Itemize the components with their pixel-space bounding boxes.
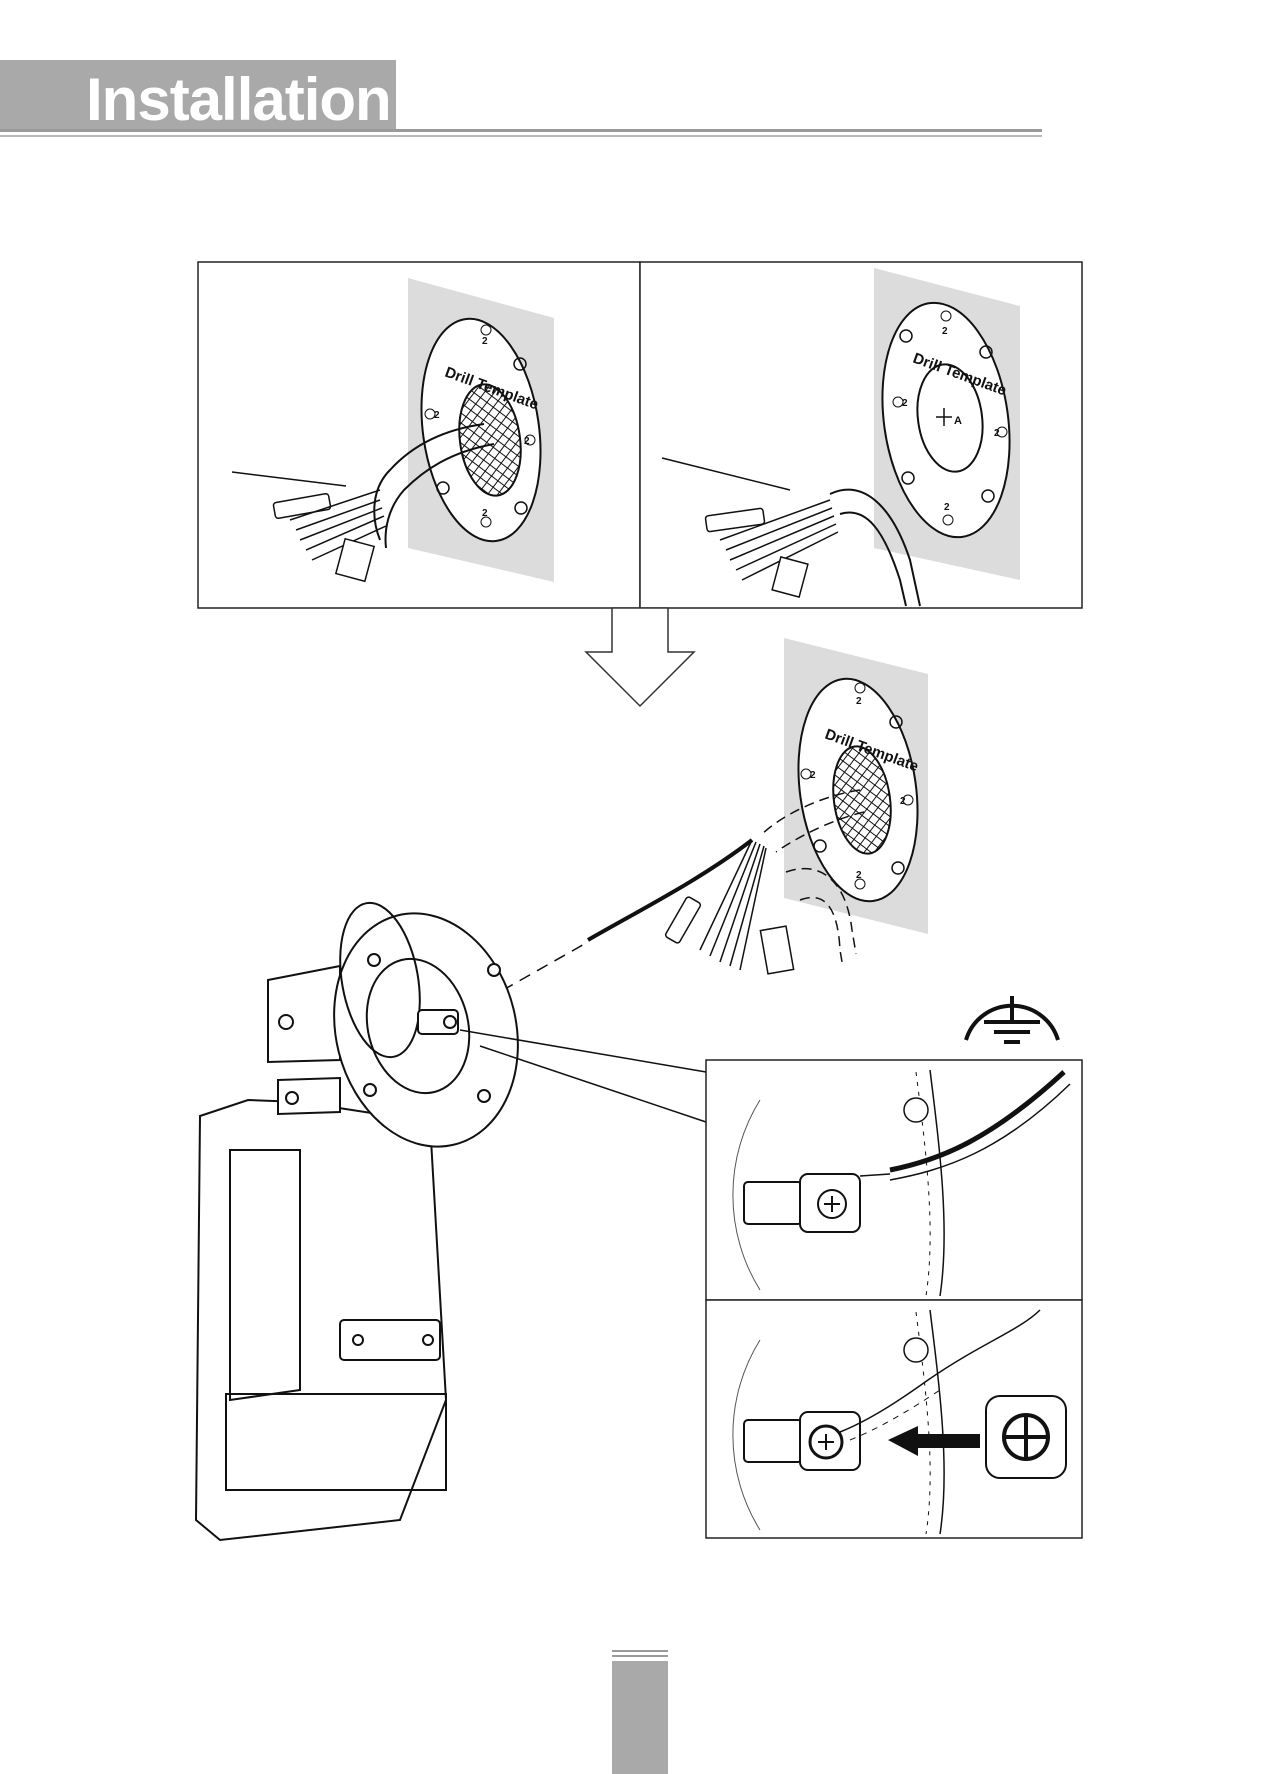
svg-text:2: 2 — [902, 398, 908, 409]
svg-text:2: 2 — [900, 796, 906, 807]
svg-text:2: 2 — [942, 326, 948, 337]
phillips-screwdriver-icon — [986, 1396, 1066, 1478]
arrow-down-icon — [586, 608, 694, 706]
svg-text:2: 2 — [524, 436, 530, 447]
ground-symbol-icon — [966, 996, 1058, 1042]
svg-text:2: 2 — [856, 696, 862, 707]
footer-rule — [612, 1650, 668, 1652]
svg-text:2: 2 — [994, 428, 1000, 439]
svg-text:2: 2 — [482, 336, 488, 347]
page-number-tab — [612, 1661, 668, 1774]
panel-ground-wire-loose — [706, 1060, 1082, 1300]
svg-text:2: 2 — [482, 508, 488, 519]
camera-body — [196, 894, 542, 1540]
panel-ground-wire-fixed — [706, 1300, 1082, 1538]
hole-mark-a: A — [954, 415, 962, 427]
footer-rule-secondary — [612, 1655, 668, 1657]
panel-cable-through-hole: Drill Template — [198, 262, 640, 608]
svg-text:2: 2 — [810, 770, 816, 781]
svg-text:2: 2 — [856, 870, 862, 881]
svg-text:2: 2 — [434, 410, 440, 421]
panel-cable-side-exit: Drill Template A — [640, 262, 1082, 608]
svg-text:2: 2 — [944, 502, 950, 513]
